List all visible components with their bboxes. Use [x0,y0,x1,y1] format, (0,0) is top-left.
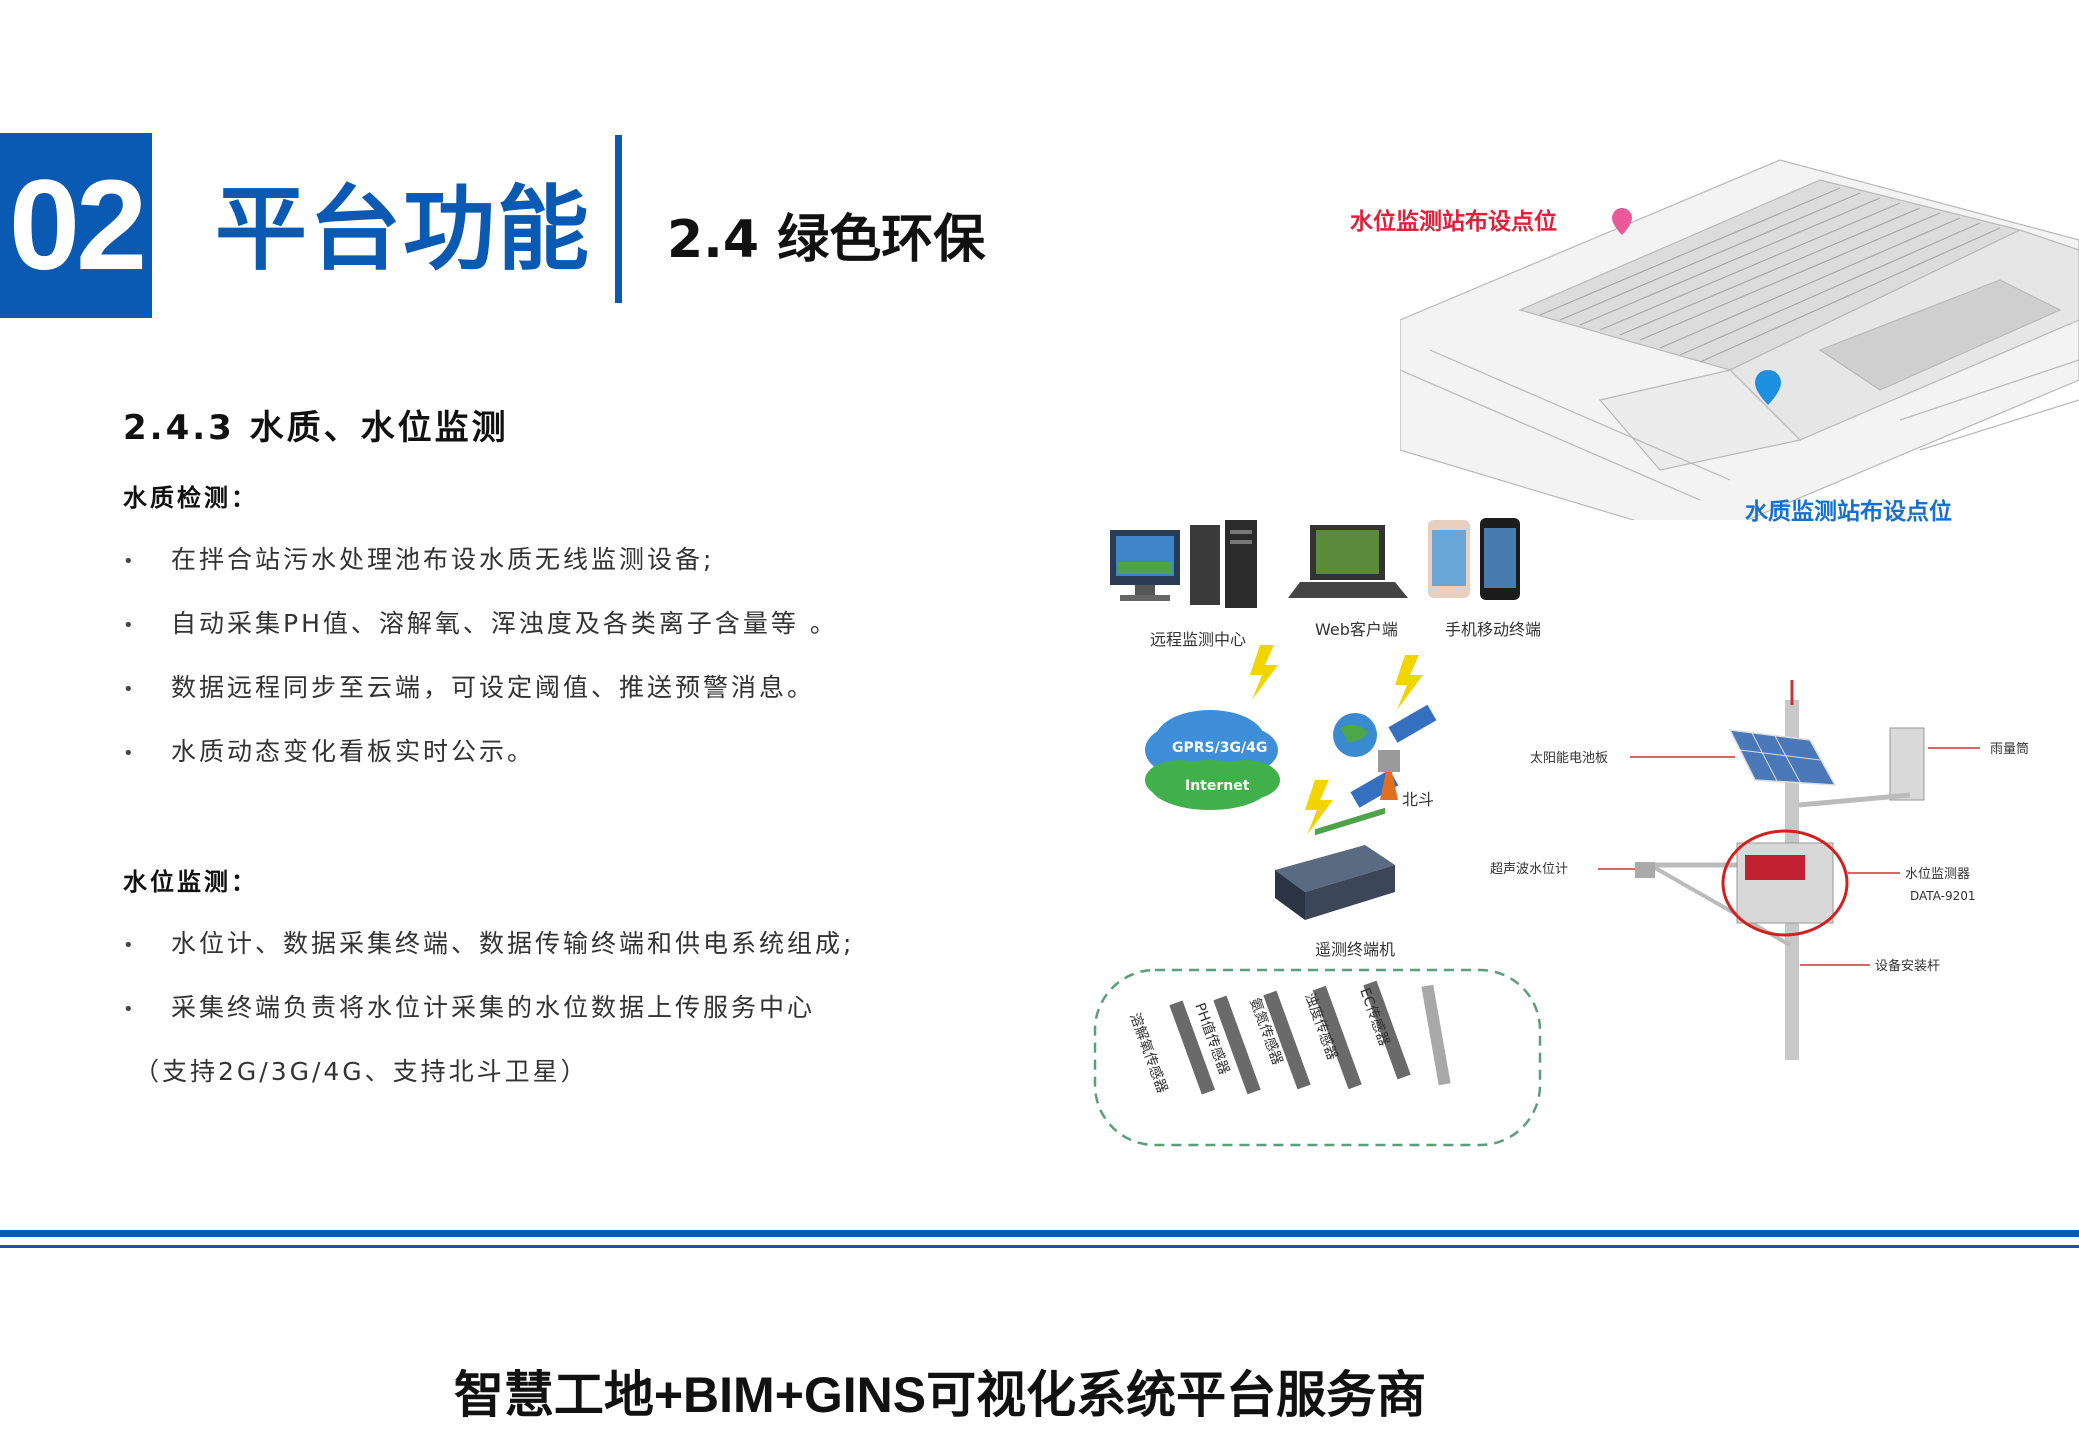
internet-label: Internet [1185,778,1250,794]
highlight-circle [1721,829,1849,937]
quality-station-pin-icon [1755,370,1781,405]
ultrasonic-label: 超声波水位计 [1490,862,1568,877]
mobile-phone-icon [1428,518,1520,600]
page-title: 平台功能 [215,176,592,283]
mobile-client-label: 手机移动终端 [1445,620,1541,639]
page-subtitle: 2.4 绿色环保 [667,210,986,270]
model-label: DATA-9201 [1910,889,1976,903]
footer-divider [0,1230,2079,1237]
beidou-label: 北斗 [1402,790,1434,809]
bullet-icon: • [123,614,137,636]
pole-label: 设备安装杆 [1875,958,1940,974]
laptop-icon [1288,525,1408,598]
list-item: •水位计、数据采集终端、数据传输终端和供电系统组成; [123,929,855,958]
bullet-icon: • [123,678,137,700]
monitoring-network-diagram: 远程监测中心 Web客户端 手机移动终端 GPRS/3G/4G Internet [1093,518,1542,1147]
quality-station-label: 水质监测站布设点位 [1745,499,1952,525]
footer-divider-thin [0,1245,2079,1248]
list-item: •自动采集PH值、溶解氧、浑浊度及各类离子含量等 。 [123,609,838,638]
rain-gauge-label: 雨量筒 [1990,741,2029,757]
water-quality-label: 水质检测： [123,484,258,512]
level-station-pin-icon [1612,208,1632,235]
remote-center-label: 远程监测中心 [1150,630,1246,649]
lightning-icon [1250,645,1423,835]
solar-panel-label: 太阳能电池板 [1530,751,1608,766]
footer-slogan: 智慧工地+BIM+GINS可视化系统平台服务商 [453,1367,1427,1423]
telemetry-label: 遥测终端机 [1315,940,1395,959]
bullet-icon: • [123,998,137,1020]
sensor-label: 溶解氧传感器 [1126,1011,1171,1096]
list-item: •采集终端负责将水位计采集的水位数据上传服务中心 [123,993,816,1022]
chapter-number: 02 [8,154,147,297]
chapter-badge [0,133,152,318]
water-level-label: 水位监测： [123,868,258,896]
rain-gauge-icon [1889,727,1925,801]
sensor-probe-icon [1169,980,1451,1095]
list-item: •水质动态变化看板实时公示。 [123,737,536,766]
section-heading: 2.4.3 水质、水位监测 [123,408,509,448]
support-note: （支持2G/3G/4G、支持北斗卫星） [134,1057,589,1086]
title-divider [615,135,622,303]
site-map-illustration [1400,159,2079,520]
bullet-icon: • [123,550,137,572]
bullet-icon: • [123,934,137,956]
solar-panel-icon [1728,729,1837,786]
list-item: •数据远程同步至云端，可设定阈值、推送预警消息。 [123,673,816,702]
level-monitor-label: 水位监测器 [1905,867,1970,882]
water-level-station-diagram: 太阳能电池板 雨量筒 超声波水位计 水位监测器 DATA-9201 设备安装杆 [1490,680,2029,1060]
sensor-group-border [1093,968,1542,1147]
telemetry-terminal-icon [1275,807,1395,920]
desktop-computer-icon [1110,520,1257,608]
satellite-icon [1333,704,1437,808]
bullet-icon: • [123,742,137,764]
list-item: •在拌合站污水处理池布设水质无线监测设备; [123,545,715,574]
level-station-label: 水位监测站布设点位 [1350,209,1557,235]
web-client-label: Web客户端 [1315,620,1398,639]
cloud-icon [1145,710,1280,810]
ultrasonic-sensor-icon [1635,862,1655,878]
network-label: GPRS/3G/4G [1172,740,1267,756]
